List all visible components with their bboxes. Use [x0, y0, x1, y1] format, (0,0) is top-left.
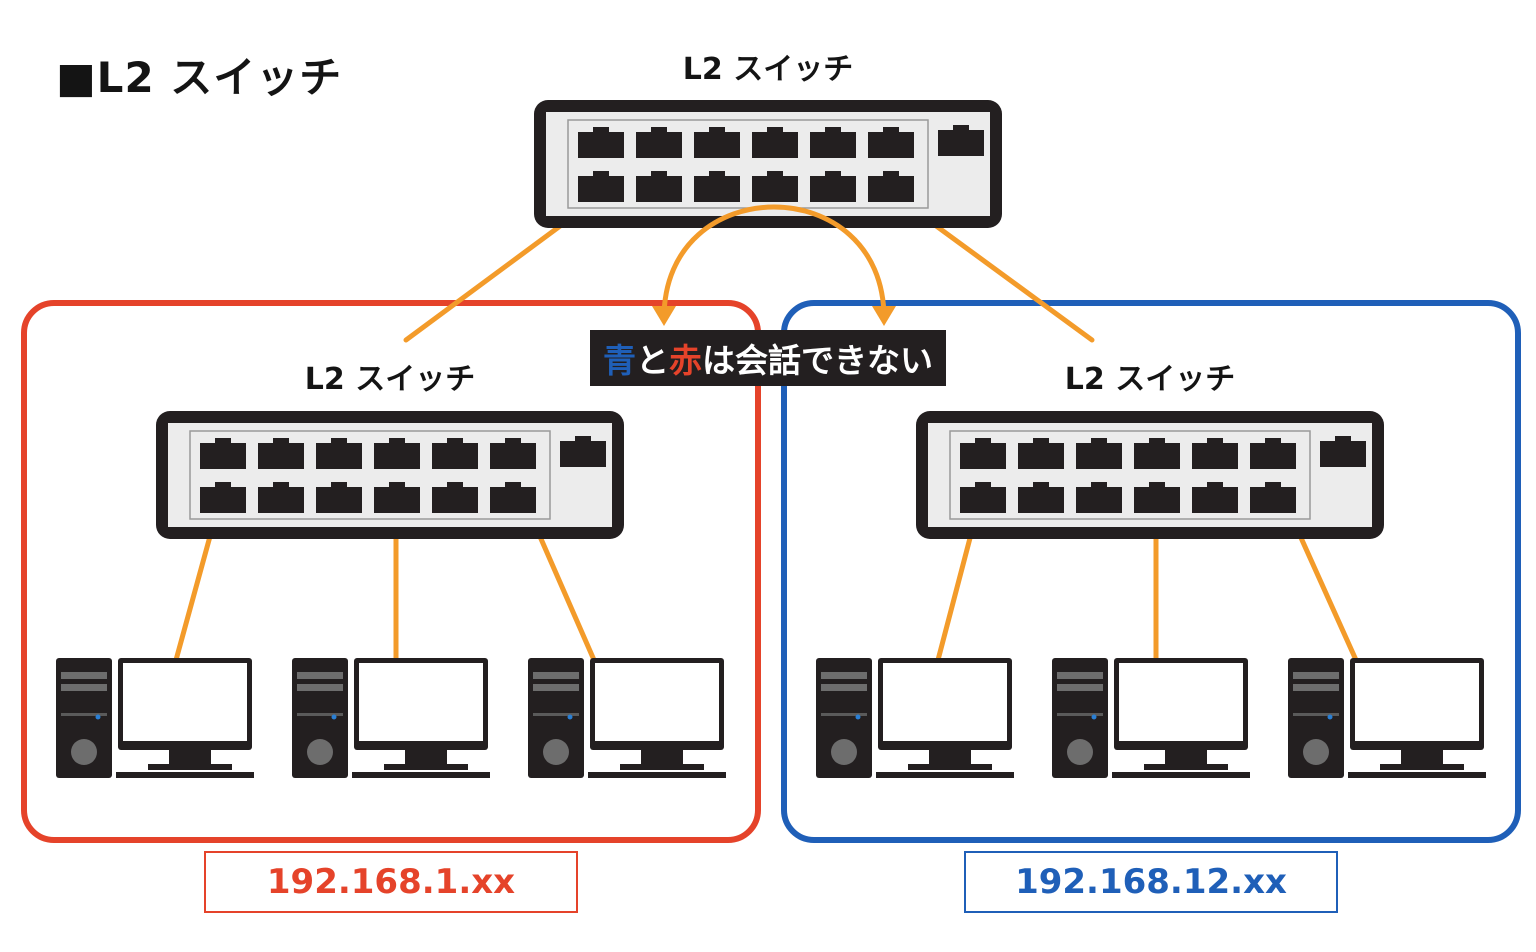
switch-port — [1076, 487, 1122, 513]
switch-port — [490, 487, 536, 513]
switch-port — [316, 487, 362, 513]
left-switch-label: L2 スイッチ — [304, 362, 476, 397]
note-rest: は会話できない — [702, 341, 933, 380]
red-network-zone — [21, 300, 761, 843]
switch-port — [636, 176, 682, 202]
computer-red-3 — [528, 658, 726, 778]
computers — [56, 658, 1486, 778]
switch-port — [694, 132, 740, 158]
note-blue-word: 青 — [603, 341, 636, 380]
switch-port — [374, 443, 420, 469]
computer-blue-2 — [1052, 658, 1250, 778]
top-switch-label: L2 スイッチ — [682, 52, 854, 87]
switch-port — [1192, 487, 1238, 513]
blue-network-zone — [781, 300, 1521, 843]
switch-port — [1192, 443, 1238, 469]
switch-port — [868, 176, 914, 202]
switches — [156, 100, 1384, 539]
switch-port — [258, 443, 304, 469]
computer-blue-1 — [816, 658, 1014, 778]
switch-port — [1250, 487, 1296, 513]
switch-port — [752, 132, 798, 158]
switch-port — [752, 176, 798, 202]
switch-port — [200, 443, 246, 469]
uplink-port — [938, 130, 984, 156]
page-title: ■L2 スイッチ — [56, 53, 343, 102]
uplink-port — [560, 441, 606, 467]
blue-subnet-label: 192.168.12.xx — [964, 851, 1338, 913]
switch-port — [694, 176, 740, 202]
switch-port — [1134, 487, 1180, 513]
switch-port — [490, 443, 536, 469]
right-switch — [916, 411, 1384, 539]
switch-port — [1018, 487, 1064, 513]
note-to: と — [636, 341, 669, 380]
switch-port — [810, 132, 856, 158]
switch-port — [1134, 443, 1180, 469]
switch-port — [636, 132, 682, 158]
switch-port — [432, 443, 478, 469]
computer-red-1 — [56, 658, 254, 778]
switch-port — [578, 132, 624, 158]
switch-port — [868, 132, 914, 158]
blocked-communication-arc — [661, 204, 887, 319]
arrowhead-right — [872, 306, 896, 326]
switch-port — [1250, 443, 1296, 469]
switch-port — [578, 176, 624, 202]
switch-port — [960, 487, 1006, 513]
computer-blue-3 — [1288, 658, 1486, 778]
top-switch — [534, 100, 1002, 228]
switch-port — [960, 443, 1006, 469]
right-switch-label: L2 スイッチ — [1064, 362, 1236, 397]
red-subnet-label: 192.168.1.xx — [204, 851, 578, 913]
isolation-note: 青 と 赤 は会話できない — [590, 330, 946, 386]
switch-port — [316, 443, 362, 469]
switch-port — [1076, 443, 1122, 469]
switch-port — [1018, 443, 1064, 469]
left-switch — [156, 411, 624, 539]
note-red-word: 赤 — [669, 341, 702, 380]
computer-red-2 — [292, 658, 490, 778]
switch-port — [432, 487, 478, 513]
switch-port — [374, 487, 420, 513]
switch-port — [200, 487, 246, 513]
arrowhead-left — [652, 306, 676, 326]
switch-port — [810, 176, 856, 202]
switch-port — [258, 487, 304, 513]
uplink-port — [1320, 441, 1366, 467]
